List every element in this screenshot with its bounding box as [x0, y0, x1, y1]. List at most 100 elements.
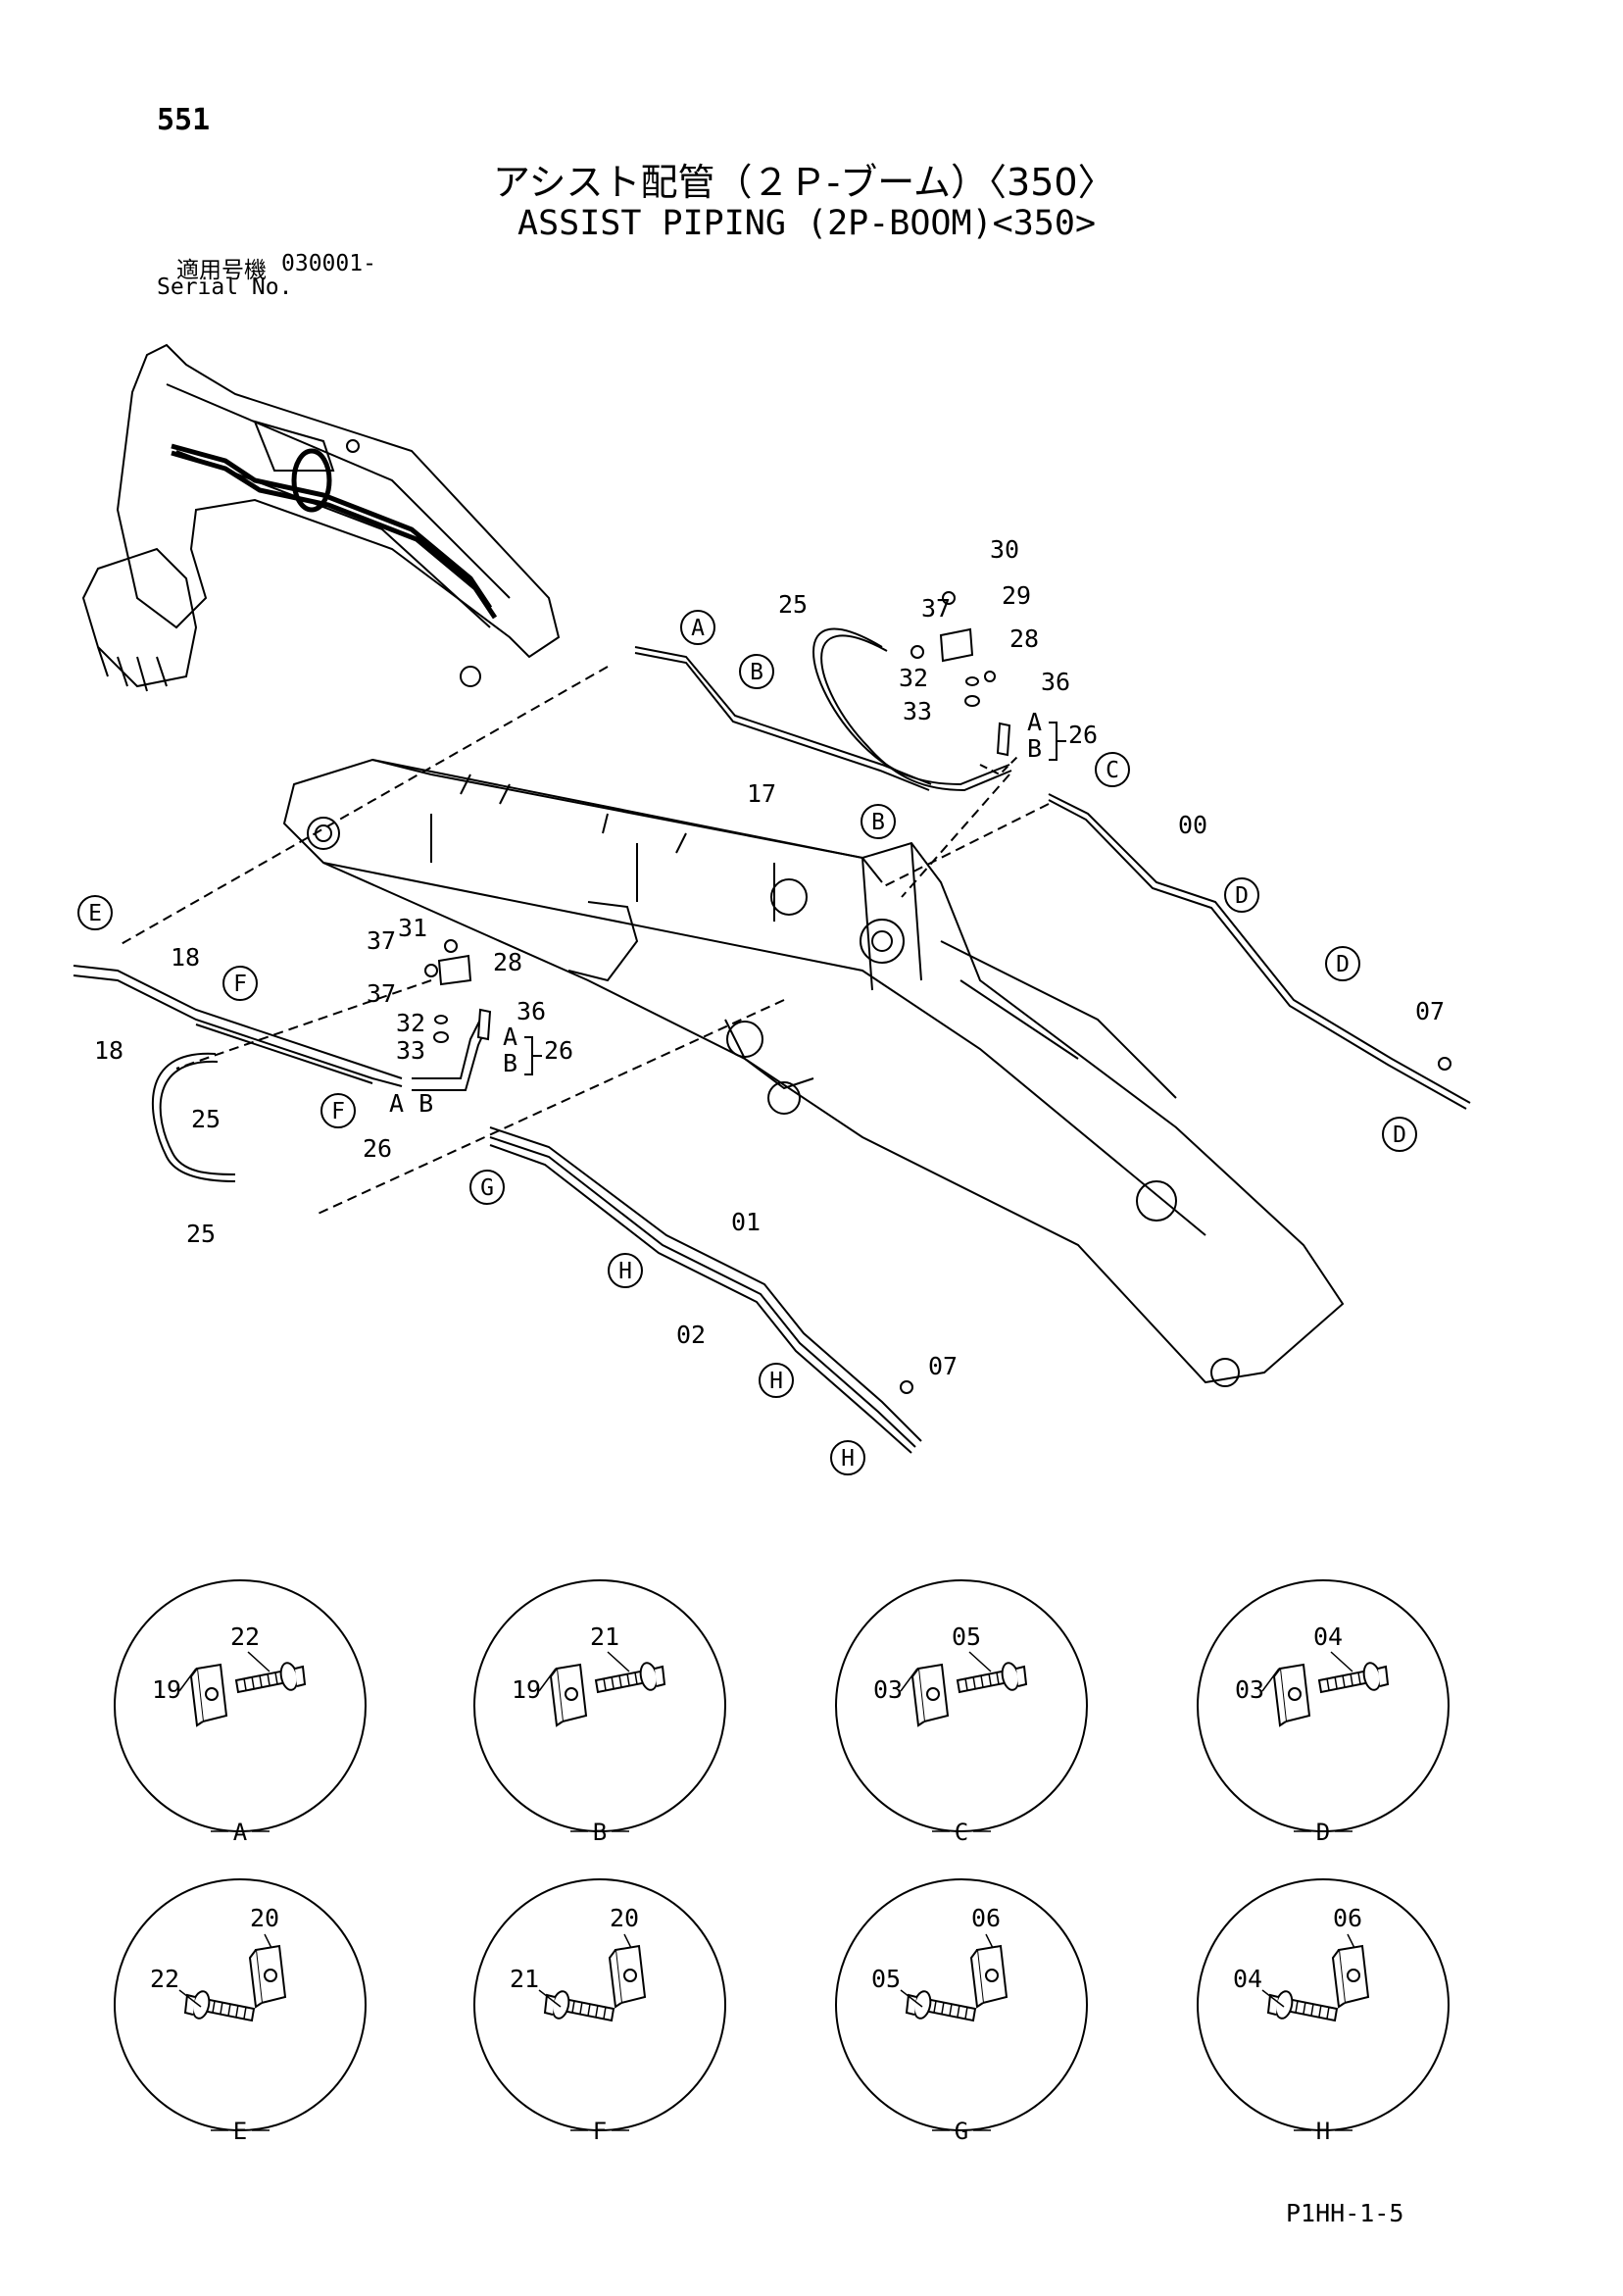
pipe-runs: [73, 627, 1471, 1454]
callout-d-6: D: [1382, 1117, 1417, 1152]
label-37-lower-b: 37: [367, 979, 396, 1008]
detail-circle: [473, 1878, 726, 2131]
callout-f-8: F: [222, 966, 258, 1001]
detail-circle: [114, 1878, 367, 2131]
bolt-label: 21: [510, 1965, 539, 1993]
detail-letter: H: [1316, 2118, 1330, 2145]
bracket-lines: [524, 722, 1066, 1075]
label-32-upper: 32: [899, 664, 928, 692]
callout-b-2: B: [861, 804, 896, 839]
clamp-part: [609, 1945, 646, 2008]
label-01: 01: [731, 1208, 761, 1236]
clamp-stack-lower: [424, 939, 492, 1043]
label-36-lower: 36: [516, 997, 546, 1025]
svg-text:H: H: [618, 1259, 632, 1284]
label-33-upper: 33: [903, 697, 932, 725]
serial-label-english: Serial No.: [157, 275, 293, 300]
label-port-b-upper: B: [1027, 734, 1042, 763]
label-29: 29: [1002, 581, 1031, 610]
bolt-part: [1267, 1988, 1338, 2021]
detail-letter: D: [1316, 1819, 1330, 1846]
bolt-part: [184, 1988, 255, 2021]
svg-text:C: C: [1106, 758, 1119, 783]
bolt-label: 04: [1233, 1965, 1262, 1993]
clamp-stack-upper: [910, 591, 1011, 757]
clamp-label: 03: [873, 1675, 903, 1704]
label-port-b-lower: B: [503, 1049, 517, 1077]
callout-d-5: D: [1325, 946, 1360, 981]
clamp-label: 03: [1235, 1675, 1264, 1704]
svg-text:B: B: [871, 810, 885, 835]
callout-b-1: B: [739, 654, 774, 689]
callout-h-12: H: [759, 1363, 794, 1398]
clamp-label: 06: [1333, 1904, 1362, 1932]
svg-text:E: E: [88, 901, 102, 926]
detail-circle: [835, 1579, 1088, 1832]
part-labels: 30 29 28 36 37 32 33 25 A B 26 17 00 07 …: [94, 535, 1445, 1380]
svg-text:F: F: [233, 972, 247, 997]
svg-text:B: B: [750, 660, 763, 685]
label-18-lower: 18: [94, 1036, 123, 1065]
label-33-lower: 33: [396, 1036, 425, 1065]
bolt-label: 05: [952, 1622, 981, 1651]
detail-circle: [473, 1579, 726, 1832]
detail-circle: [114, 1579, 367, 1832]
bolt-label: 22: [150, 1965, 179, 1993]
clamp-part: [190, 1664, 227, 1726]
clamp-part: [550, 1664, 587, 1726]
detail-letter: A: [233, 1819, 248, 1846]
clamp-label: 20: [250, 1904, 279, 1932]
detail-h: 06 04H: [1197, 1878, 1450, 2145]
label-26-upper: 26: [1068, 721, 1098, 749]
callout-h-11: H: [608, 1253, 643, 1288]
svg-text:H: H: [769, 1369, 783, 1394]
callout-c-3: C: [1095, 752, 1130, 787]
detail-letter: F: [593, 2118, 607, 2145]
clamp-part: [911, 1664, 949, 1726]
svg-text:D: D: [1393, 1123, 1406, 1148]
label-00: 00: [1178, 811, 1207, 839]
label-25-upper: 25: [778, 590, 808, 619]
label-37-lower-a: 37: [367, 926, 396, 955]
svg-text:A: A: [691, 616, 705, 641]
label-32-lower: 32: [396, 1009, 425, 1037]
label-18-upper: 18: [171, 943, 200, 972]
label-30: 30: [990, 535, 1019, 564]
label-25-lower-b: 25: [186, 1220, 216, 1248]
clamp-part: [970, 1945, 1008, 2008]
title-japanese: アシスト配管（２Ｐ-ブーム）〈350〉: [493, 161, 1115, 204]
clamp-part: [1332, 1945, 1369, 2008]
label-17: 17: [747, 779, 776, 808]
label-port-a-lower: A: [503, 1023, 517, 1051]
detail-letter: C: [955, 1819, 968, 1846]
label-25-lower-a: 25: [191, 1105, 221, 1133]
title-english: ASSIST PIPING (2P-BOOM)<350>: [517, 204, 1097, 243]
detail-circle: [1197, 1878, 1450, 2131]
label-port-a-upper: A: [1027, 708, 1042, 736]
detail-letter: E: [233, 2118, 247, 2145]
svg-text:F: F: [331, 1099, 345, 1124]
bolt-part: [544, 1988, 615, 2021]
overview-thumbnail: [81, 343, 561, 692]
label-port-ab: A B: [389, 1089, 433, 1118]
boom-body: [282, 758, 1345, 1387]
detail-letter: G: [955, 2118, 968, 2145]
bolt-part: [595, 1660, 665, 1693]
label-28-lower: 28: [493, 948, 522, 976]
callout-e-7: E: [77, 895, 113, 930]
clamp-label: 19: [512, 1675, 541, 1704]
bolt-label: 22: [230, 1622, 260, 1651]
clamp-label: 20: [610, 1904, 639, 1932]
drawing-code: P1HH-1-5: [1286, 2199, 1404, 2227]
label-26-bottom: 26: [363, 1134, 392, 1163]
detail-f: 20 21F: [473, 1878, 726, 2145]
detail-letter: B: [593, 1819, 607, 1846]
svg-text:D: D: [1235, 883, 1249, 909]
